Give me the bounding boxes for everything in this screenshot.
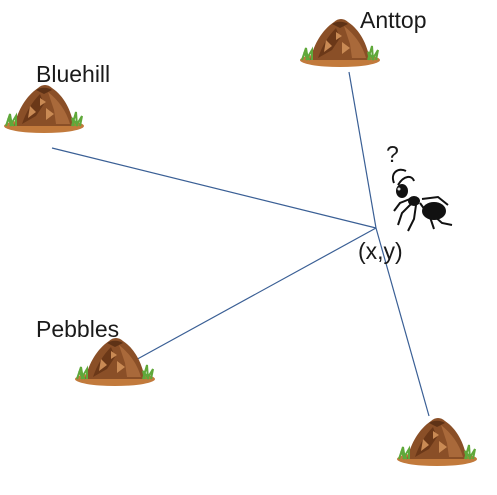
hill-label-anttop: Anttop xyxy=(360,7,427,33)
ant-icon xyxy=(392,168,453,232)
anthill-icon xyxy=(3,84,85,134)
path-line-bluehill xyxy=(51,147,377,229)
hill-label-pebbles: Pebbles xyxy=(36,316,120,342)
hill-label-bluehill: Bluehill xyxy=(36,61,111,87)
anthill-icon xyxy=(74,337,156,387)
path-line-pebbles xyxy=(131,227,377,363)
anthill-icon xyxy=(396,417,478,467)
ant-question-mark: ? xyxy=(386,141,399,167)
path-line-anttop xyxy=(348,71,377,229)
ant-coordinates: (x,y) xyxy=(358,238,403,264)
path-line-unnamed xyxy=(375,227,430,417)
